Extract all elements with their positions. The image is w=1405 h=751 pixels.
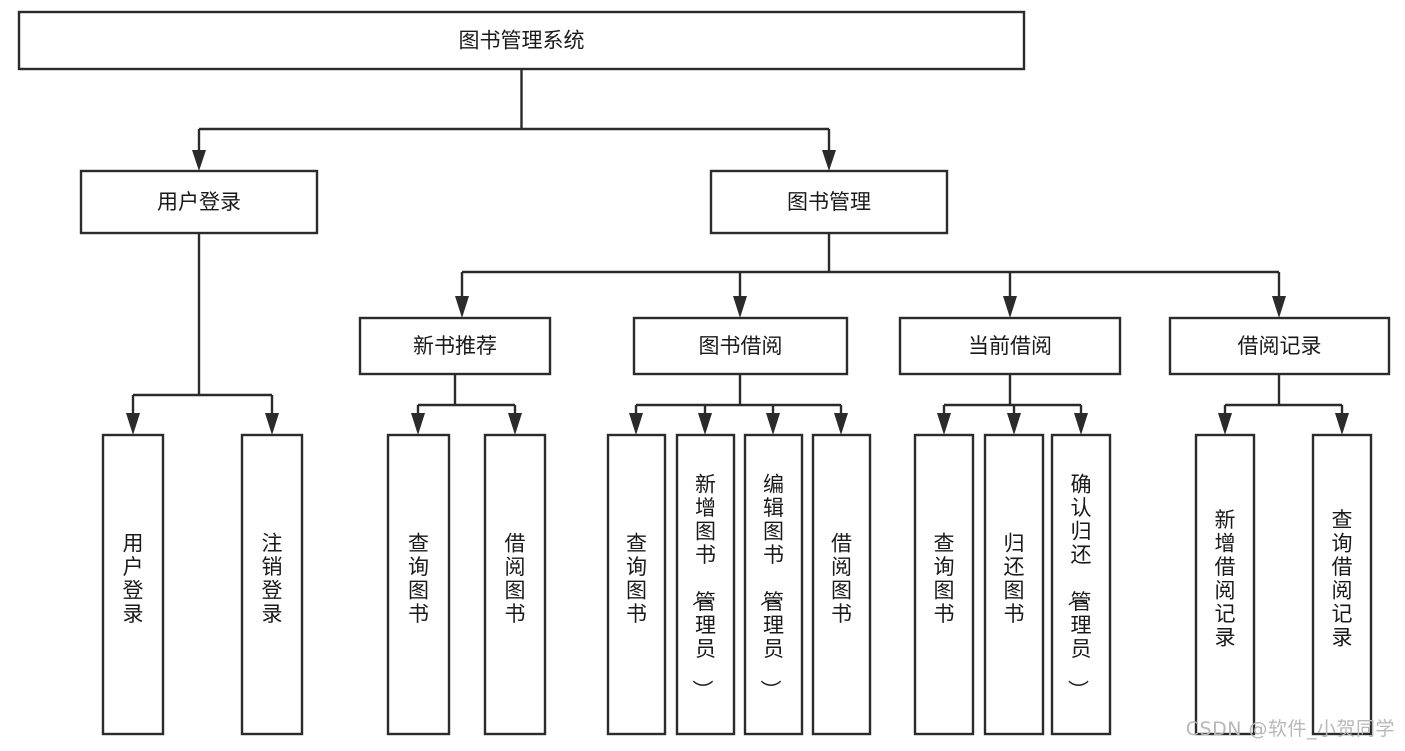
node-label: 图书管理	[787, 190, 871, 214]
arrow-to-current-borrow	[1003, 296, 1017, 318]
node-box	[79, 169, 319, 235]
node-label: 编辑图书（管理员）	[758, 473, 784, 701]
node-box	[1050, 433, 1112, 736]
node-box	[811, 433, 872, 736]
node-lf1[interactable]: 用户登录	[101, 433, 165, 736]
node-label: 确认归还（管理员）	[1066, 473, 1092, 701]
node-box	[632, 316, 849, 376]
node-l2a[interactable]: 用户登录	[79, 169, 319, 235]
node-root[interactable]: 图书管理系统	[17, 10, 1026, 71]
node-l3b[interactable]: 图书借阅	[632, 316, 849, 376]
arrow-to-leaf-user-login	[126, 413, 140, 435]
node-box	[358, 316, 552, 376]
node-label: 图书管理系统	[459, 29, 585, 53]
node-l3c[interactable]: 当前借阅	[898, 316, 1122, 376]
node-box	[17, 10, 1026, 71]
node-lf3[interactable]: 查询图书	[386, 433, 451, 736]
arrow-to-leaf-add-record	[1218, 413, 1232, 435]
node-lf6[interactable]: 新增图书（管理员）	[675, 433, 736, 736]
node-label: 查询图书	[626, 531, 647, 626]
node-lf12[interactable]: 新增借阅记录	[1194, 433, 1256, 736]
node-label: 用户登录	[157, 190, 241, 214]
node-label: 借阅记录	[1238, 334, 1322, 358]
node-label: 图书借阅	[699, 334, 783, 358]
node-lf8[interactable]: 借阅图书	[811, 433, 872, 736]
arrow-to-new-book	[455, 296, 469, 318]
node-l3a[interactable]: 新书推荐	[358, 316, 552, 376]
node-label: 归还图书	[1004, 531, 1025, 626]
arrow-to-leaf-query-book-a	[411, 413, 425, 435]
edge-layer	[126, 69, 1349, 435]
node-label: 查询图书	[934, 531, 955, 626]
node-lf2[interactable]: 注销登录	[240, 433, 304, 736]
node-label: 注销登录	[262, 531, 283, 626]
node-label: 新增借阅记录	[1215, 508, 1236, 650]
node-label: 查询借阅记录	[1332, 508, 1353, 650]
arrow-to-borrow-record	[1272, 296, 1286, 318]
node-box	[101, 433, 165, 736]
node-label: 借阅图书	[505, 531, 526, 626]
arrow-to-leaf-add-book	[698, 413, 712, 435]
node-box	[898, 316, 1122, 376]
node-box	[606, 433, 667, 736]
node-lf10[interactable]: 归还图书	[983, 433, 1045, 736]
node-label: 查询图书	[408, 531, 429, 626]
node-label: 借阅图书	[831, 531, 852, 626]
node-lf11[interactable]: 确认归还（管理员）	[1050, 433, 1112, 736]
node-box	[386, 433, 451, 736]
node-label: 用户登录	[123, 531, 144, 626]
node-lf5[interactable]: 查询图书	[606, 433, 667, 736]
arrow-to-leaf-query-book-b	[629, 413, 643, 435]
node-box	[913, 433, 975, 736]
arrow-to-leaf-borrow-book-b	[834, 413, 848, 435]
node-lf13[interactable]: 查询借阅记录	[1311, 433, 1373, 736]
arrow-to-leaf-edit-book	[766, 413, 780, 435]
arrow-to-leaf-return-book	[1007, 413, 1021, 435]
arrow-to-leaf-logout	[265, 413, 279, 435]
node-label: 新增图书（管理员）	[690, 473, 716, 701]
arrow-to-leaf-borrow-book-a	[508, 413, 522, 435]
node-box	[709, 169, 949, 235]
node-box	[1168, 316, 1391, 376]
node-box	[240, 433, 304, 736]
arrow-to-leaf-query-book-c	[937, 413, 951, 435]
arrow-to-book-borrow	[733, 296, 747, 318]
node-label: 当前借阅	[968, 334, 1052, 358]
node-lf7[interactable]: 编辑图书（管理员）	[743, 433, 804, 736]
node-layer: 图书管理系统用户登录图书管理新书推荐图书借阅当前借阅借阅记录用户登录注销登录查询…	[17, 10, 1391, 736]
arrow-to-leaf-confirm-return	[1074, 413, 1088, 435]
node-label: 新书推荐	[413, 334, 497, 358]
node-box	[675, 433, 736, 736]
node-l3d[interactable]: 借阅记录	[1168, 316, 1391, 376]
node-box	[983, 433, 1045, 736]
node-box	[743, 433, 804, 736]
node-l2b[interactable]: 图书管理	[709, 169, 949, 235]
node-box	[483, 433, 547, 736]
node-lf9[interactable]: 查询图书	[913, 433, 975, 736]
node-box	[1311, 433, 1373, 736]
arrow-to-user-login	[192, 150, 206, 171]
arrow-to-book-manage	[822, 150, 836, 171]
node-lf4[interactable]: 借阅图书	[483, 433, 547, 736]
node-box	[1194, 433, 1256, 736]
arrow-to-leaf-query-record	[1335, 413, 1349, 435]
